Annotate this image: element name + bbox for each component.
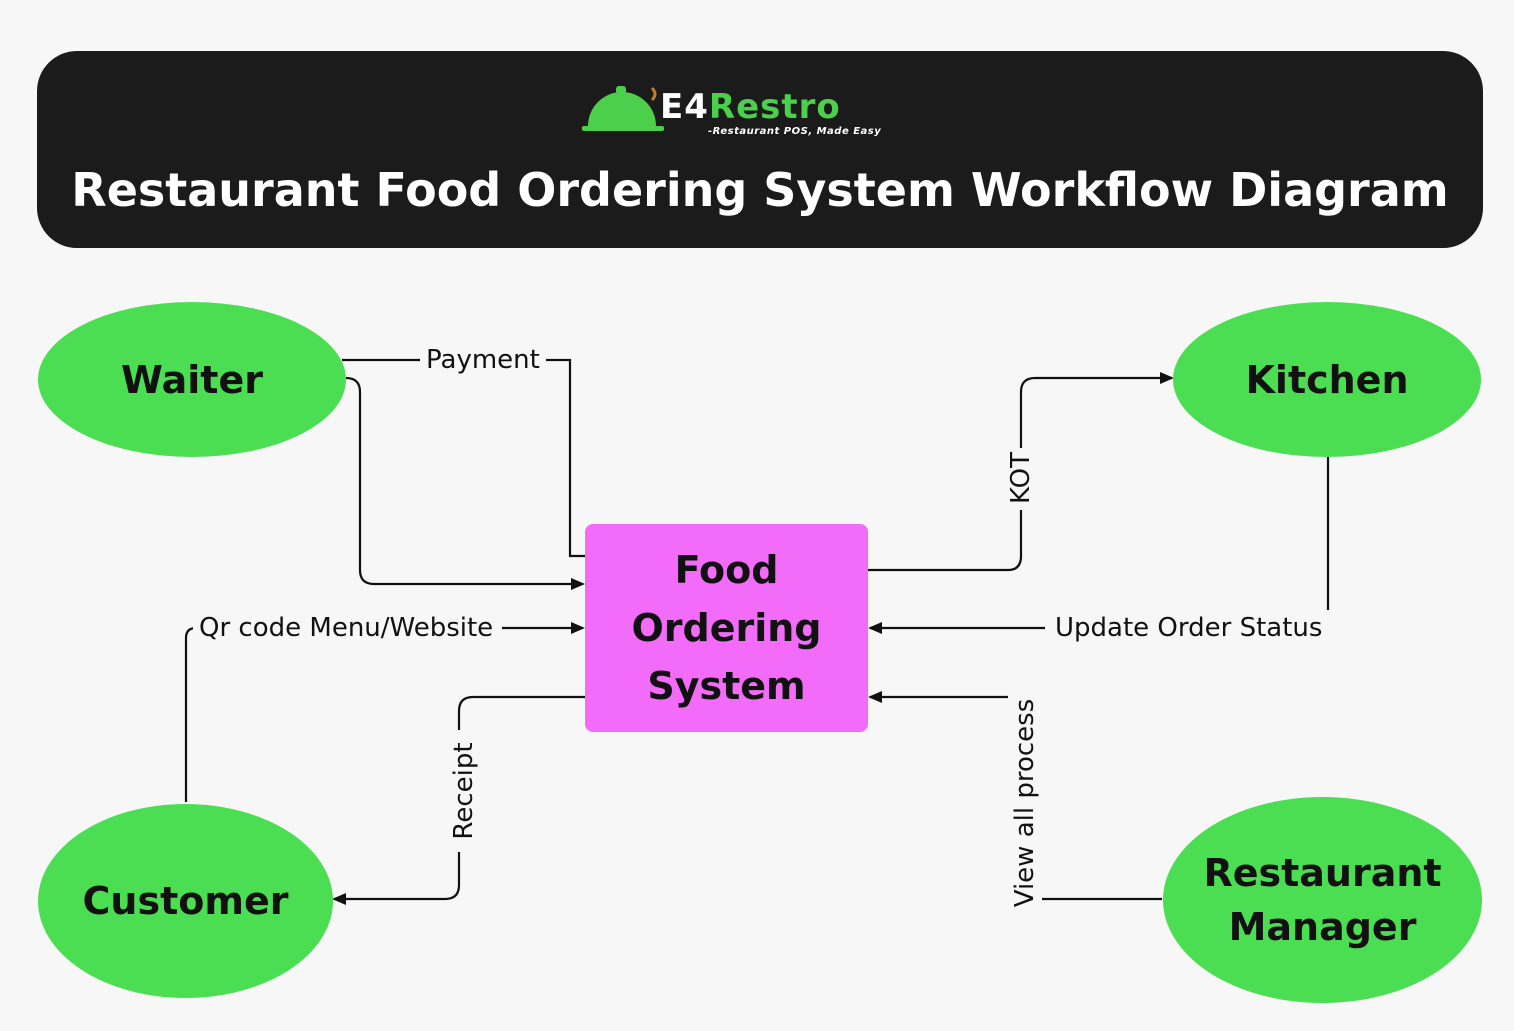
kot-label: KOT [1004, 448, 1038, 510]
manager-label-line1: Restaurant [1203, 851, 1442, 895]
view-all-process-label: View all process [1008, 692, 1042, 914]
customer-label: Customer [82, 879, 289, 923]
center-label-line2: Ordering [631, 606, 822, 650]
center-label-line3: System [647, 664, 806, 708]
receipt-label: Receipt [447, 730, 481, 852]
brand-logo-text: E4Restro [660, 87, 841, 127]
waiter-order-edge [345, 376, 585, 590]
qr-menu-label: Qr code Menu/Website [193, 611, 500, 645]
food-ordering-system-box: Food Ordering System [585, 524, 868, 732]
page-title: Restaurant Food Ordering System Workflow… [71, 163, 1449, 217]
customer-node: Customer [38, 804, 333, 998]
update-status-label: Update Order Status [1049, 611, 1329, 645]
brand-tagline: -Restaurant POS, Made Easy [708, 126, 882, 137]
center-label-line1: Food [674, 548, 779, 592]
waiter-node: Waiter [38, 302, 346, 457]
header-banner [37, 51, 1483, 248]
qr-edge [184, 626, 197, 802]
cloche-logo-icon [582, 86, 664, 131]
payment-label: Payment [420, 343, 546, 377]
manager-label-line2: Manager [1228, 905, 1417, 949]
waiter-label: Waiter [121, 357, 263, 402]
restaurant-manager-node: Restaurant Manager [1163, 797, 1482, 1003]
kitchen-node: Kitchen [1173, 302, 1481, 457]
kitchen-label: Kitchen [1245, 357, 1409, 402]
payment-edge [342, 358, 585, 558]
